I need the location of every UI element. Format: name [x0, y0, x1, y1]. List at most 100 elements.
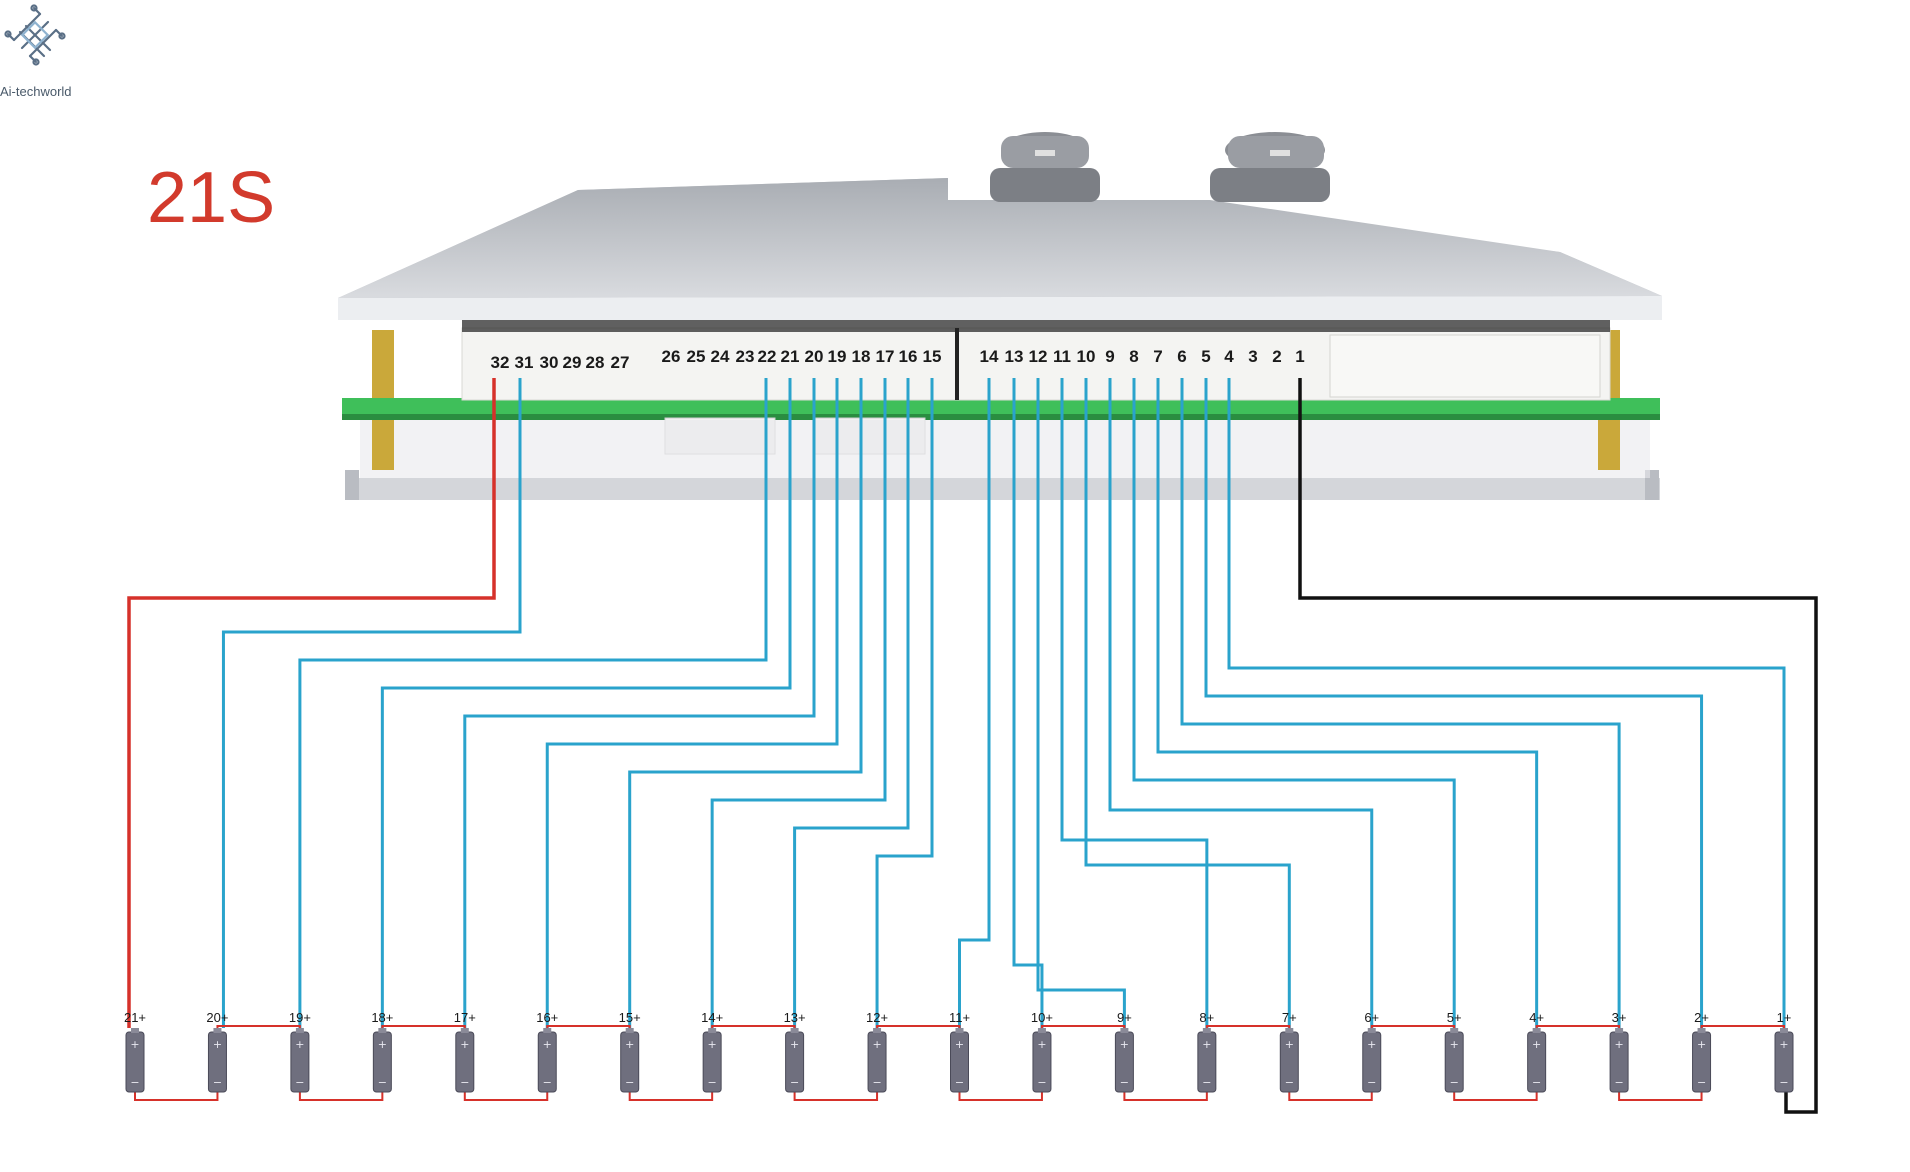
- cell-link: [463, 1092, 549, 1101]
- cell-label: 12+: [866, 1010, 888, 1025]
- battery-cell: +−7+: [1279, 1010, 1299, 1093]
- pin-label: 6: [1177, 347, 1186, 366]
- pcb-layer: [342, 398, 1660, 414]
- pin-label: 3: [1248, 347, 1257, 366]
- battery-cell: +−8+: [1197, 1010, 1217, 1093]
- pin-label: 1: [1295, 347, 1304, 366]
- battery-cell: +−16+: [536, 1010, 558, 1093]
- cell-cap: [1037, 1028, 1046, 1033]
- pin-label: 25: [687, 347, 706, 366]
- cell-minus-sign: −: [460, 1076, 469, 1089]
- cell-link: [216, 1025, 301, 1032]
- sense-wire: [1180, 378, 1621, 1028]
- cell-cap: [378, 1028, 387, 1033]
- pin-label: 16: [899, 347, 918, 366]
- cell-minus-sign: −: [1779, 1076, 1788, 1089]
- battery-cell: +−6+: [1362, 1010, 1382, 1093]
- pin-label: 7: [1153, 347, 1162, 366]
- cell-minus-sign: −: [543, 1076, 552, 1089]
- cell-plus-sign: +: [1367, 1038, 1376, 1051]
- pin-label: 31: [515, 353, 534, 372]
- cell-link: [1535, 1025, 1621, 1032]
- battery-cell: +−14+: [701, 1010, 723, 1093]
- cell-label: 3+: [1612, 1010, 1627, 1025]
- cell-minus-sign: −: [1532, 1076, 1541, 1089]
- diagram-title: 21S: [147, 158, 275, 238]
- negative-lead-wire: [1298, 378, 1818, 1114]
- cell-link: [1040, 1025, 1126, 1032]
- cell-plus-sign: +: [1037, 1038, 1046, 1051]
- cell-plus-sign: +: [1532, 1038, 1541, 1051]
- standoff: [372, 330, 394, 398]
- cell-minus-sign: −: [1697, 1076, 1706, 1089]
- cell-link: [1123, 1092, 1208, 1101]
- sense-wire: [958, 378, 991, 1028]
- sense-wire: [1132, 378, 1456, 1028]
- sense-wire: [380, 378, 792, 1028]
- cell-cap: [873, 1028, 882, 1033]
- pin-label: 29: [563, 353, 582, 372]
- cell-cap: [790, 1028, 799, 1033]
- sense-wire: [1204, 378, 1704, 1028]
- pin-label: 14: [980, 347, 999, 366]
- sense-wire: [1036, 378, 1126, 1028]
- pin-label: 18: [852, 347, 871, 366]
- sense-wire: [628, 378, 863, 1028]
- battery-cell: + − 4+: [1527, 1010, 1547, 1093]
- sense-wire: [875, 378, 934, 1028]
- cell-cap: [1532, 1028, 1541, 1033]
- cell-label: 11+: [949, 1010, 970, 1025]
- cell-label: 2+: [1694, 1010, 1709, 1025]
- cell-label: 20+: [206, 1010, 228, 1025]
- cell-cap: [213, 1028, 222, 1033]
- sense-wire: [298, 378, 768, 1028]
- cell-label: 17+: [454, 1010, 476, 1025]
- battery-cell: +−19+: [289, 1010, 311, 1093]
- cell-label: 4+: [1529, 1010, 1544, 1025]
- battery-cell: +−15+: [619, 1010, 641, 1093]
- cell-link: [1370, 1025, 1456, 1032]
- cell-minus-sign: −: [1202, 1076, 1211, 1089]
- battery-cell: +−10+: [1031, 1010, 1053, 1093]
- sense-wire: [1060, 378, 1209, 1028]
- battery-cell: +−13+: [784, 1010, 806, 1093]
- cell-cap: [131, 1028, 139, 1033]
- pin-label: 10: [1077, 347, 1096, 366]
- cell-minus-sign: −: [213, 1076, 222, 1089]
- cell-link: [628, 1092, 714, 1101]
- pin-label: 26: [662, 347, 681, 366]
- cell-plus-sign: +: [625, 1038, 634, 1051]
- cell-minus-sign: −: [130, 1076, 139, 1089]
- pin-label: 24: [711, 347, 730, 366]
- bottom-plate: [345, 478, 1660, 500]
- cell-cap: [1450, 1028, 1459, 1033]
- cell-plus-sign: +: [955, 1038, 964, 1051]
- cell-cap: [295, 1028, 304, 1033]
- cell-label: 7+: [1282, 1010, 1297, 1025]
- cell-minus-sign: −: [1037, 1076, 1046, 1089]
- battery-cell: +−17+: [454, 1010, 476, 1093]
- logo: Ai-techworld: [0, 4, 72, 99]
- pin-label: 27: [611, 353, 630, 372]
- sense-wire: [1084, 378, 1291, 1028]
- cell-cap: [708, 1028, 717, 1033]
- cell-plus-sign: +: [130, 1038, 139, 1051]
- cell-cap: [460, 1028, 469, 1033]
- battery-cell: +−11+: [949, 1010, 970, 1093]
- cell-minus-sign: −: [790, 1076, 799, 1089]
- battery-cell: +−18+: [371, 1010, 393, 1093]
- cell-minus-sign: −: [295, 1076, 304, 1089]
- cell-minus-sign: −: [872, 1076, 881, 1089]
- cell-label: 21+: [124, 1010, 146, 1025]
- cell-plus-sign: +: [295, 1038, 304, 1051]
- cell-label: 8+: [1199, 1010, 1214, 1025]
- cell-cap: [1120, 1028, 1129, 1033]
- pin-label: 12: [1029, 347, 1048, 366]
- sense-wire: [1227, 378, 1786, 1028]
- cell-link: [1288, 1092, 1373, 1101]
- cell-plus-sign: +: [213, 1038, 222, 1051]
- pin-label: 30: [540, 353, 559, 372]
- pin-label: 22: [758, 347, 777, 366]
- cell-minus-sign: −: [1120, 1076, 1129, 1089]
